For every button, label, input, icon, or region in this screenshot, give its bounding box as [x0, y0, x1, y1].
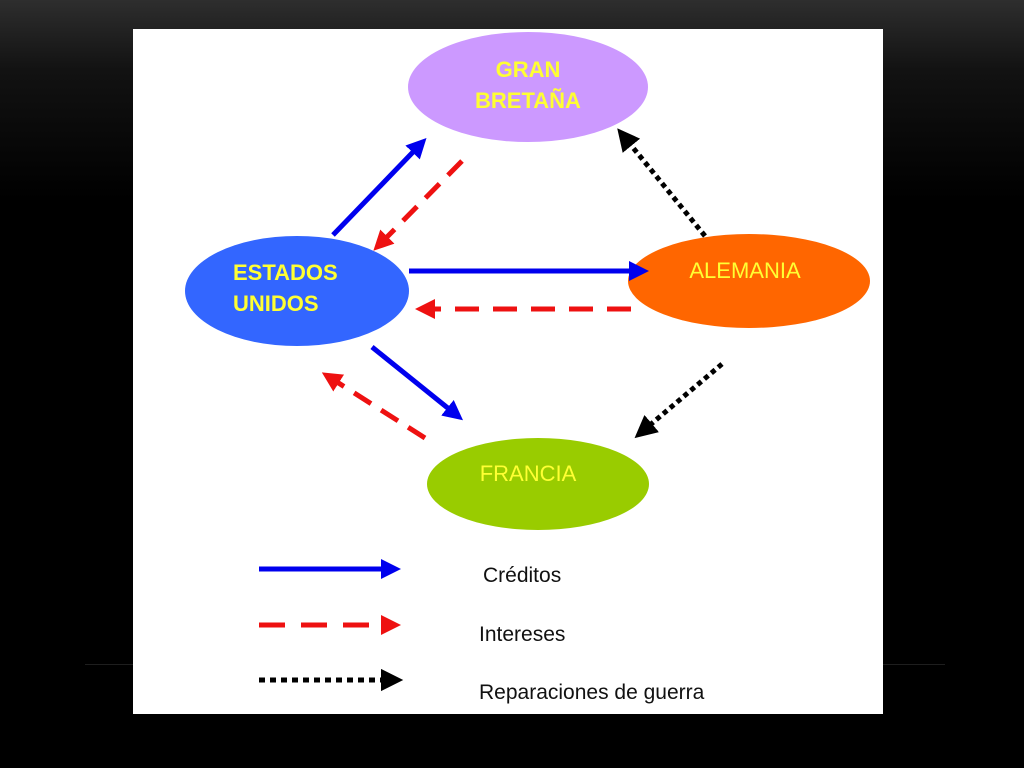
node-estados-unidos-label-1: ESTADOS — [233, 260, 338, 285]
reparacion-arrow-alemania-to-francia — [634, 362, 724, 439]
flow-diagram: GRAN BRETAÑA ESTADOS UNIDOS ALEMANIA FRA… — [185, 32, 870, 704]
node-gran-bretana-label-1: GRAN — [496, 57, 561, 82]
node-alemania-label: ALEMANIA — [689, 258, 801, 283]
node-estados-unidos-label-2: UNIDOS — [233, 291, 319, 316]
node-estados-unidos-shape — [185, 236, 409, 346]
node-alemania-shape — [628, 234, 870, 328]
node-francia-label: FRANCIA — [480, 461, 577, 486]
node-francia-shape — [427, 438, 649, 530]
diagram-panel: GRAN BRETAÑA ESTADOS UNIDOS ALEMANIA FRA… — [133, 29, 883, 714]
interes-arrow-gran-bretana-to-eeuu — [373, 159, 464, 251]
legend-creditos-label: Créditos — [483, 564, 561, 587]
node-gran-bretana-shape — [408, 32, 648, 142]
node-alemania: ALEMANIA — [628, 234, 870, 328]
legend: Créditos Intereses Reparaciones de guerr… — [259, 559, 705, 704]
interes-arrow-francia-to-eeuu — [321, 372, 427, 441]
node-gran-bretana-label-2: BRETAÑA — [475, 88, 581, 113]
node-francia: FRANCIA — [427, 438, 649, 530]
credito-arrow-eeuu-to-gran-bretana — [331, 138, 427, 237]
credito-arrow-eeuu-to-francia — [370, 345, 464, 421]
node-estados-unidos: ESTADOS UNIDOS — [185, 236, 409, 346]
node-gran-bretana: GRAN BRETAÑA — [408, 32, 648, 142]
legend-intereses-label: Intereses — [479, 623, 565, 646]
legend-reparaciones-label: Reparaciones de guerra — [479, 681, 705, 704]
reparacion-arrow-alemania-to-gran-bretana — [617, 128, 707, 238]
